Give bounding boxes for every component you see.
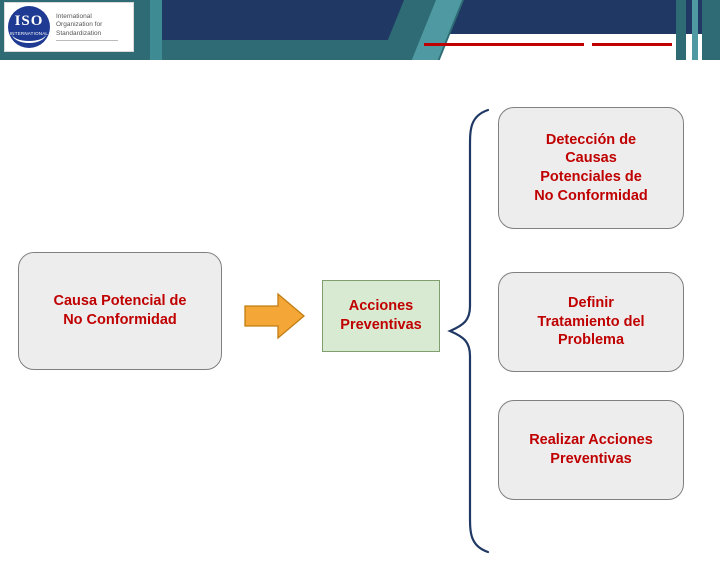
node-definir-tratamiento-line-1: Definir bbox=[568, 295, 614, 312]
node-definir-tratamiento: Definir Tratamiento del Problema bbox=[498, 272, 684, 372]
node-realizar-acciones: Realizar Acciones Preventivas bbox=[498, 400, 684, 500]
arrow-right-icon bbox=[244, 292, 306, 340]
node-acciones-preventivas-line-1: Acciones bbox=[348, 298, 414, 315]
node-deteccion-causas-line-2: Causas bbox=[565, 150, 617, 167]
header-teal-edge-3 bbox=[702, 0, 720, 60]
header-teal-stripe bbox=[150, 0, 162, 60]
node-causa-potencial-line-2: No Conformidad bbox=[63, 312, 177, 328]
page-header: ISO INTERNATIONAL International Organiza… bbox=[0, 0, 720, 60]
iso-logo-wordmark: International Organization for Standardi… bbox=[56, 13, 118, 41]
node-causa-potencial: Causa Potencial de No Conformidad bbox=[18, 252, 222, 370]
iso-logo-subtext: INTERNATIONAL bbox=[9, 31, 49, 36]
iso-wordmark-underline bbox=[56, 39, 118, 41]
iso-wordmark-line-3: Standardization bbox=[56, 29, 102, 37]
iso-logo-icon: ISO INTERNATIONAL bbox=[7, 5, 51, 49]
node-deteccion-causas-line-3: Potenciales de bbox=[540, 169, 642, 185]
node-acciones-preventivas-line-2: Preventivas bbox=[340, 317, 422, 333]
curly-brace-icon bbox=[440, 106, 496, 556]
process-flow-diagram: Causa Potencial de No Conformidad Accion… bbox=[0, 60, 720, 554]
iso-wordmark-line-2: Organization for bbox=[56, 21, 103, 29]
node-causa-potencial-line-1: Causa Potencial de bbox=[53, 293, 187, 310]
node-definir-tratamiento-line-2: Tratamiento del bbox=[537, 313, 645, 330]
header-red-rule-right bbox=[592, 43, 672, 46]
header-teal-edge-1 bbox=[676, 0, 686, 60]
header-navy-band-lower bbox=[0, 34, 420, 40]
iso-wordmark-line-1: International bbox=[56, 13, 92, 21]
header-red-rule-left bbox=[424, 43, 584, 46]
node-realizar-acciones-line-1: Realizar Acciones bbox=[529, 432, 653, 449]
iso-logo-swoosh bbox=[12, 25, 46, 43]
node-definir-tratamiento-line-3: Problema bbox=[557, 332, 625, 349]
node-deteccion-causas: Detección de Causas Potenciales de No Co… bbox=[498, 107, 684, 229]
iso-logo: ISO INTERNATIONAL International Organiza… bbox=[4, 2, 134, 52]
node-deteccion-causas-line-1: Detección de bbox=[545, 131, 637, 148]
header-teal-edge-2 bbox=[692, 0, 698, 60]
node-deteccion-causas-line-4: No Conformidad bbox=[534, 187, 648, 204]
node-realizar-acciones-line-2: Preventivas bbox=[550, 451, 632, 467]
node-acciones-preventivas: Acciones Preventivas bbox=[322, 280, 440, 352]
